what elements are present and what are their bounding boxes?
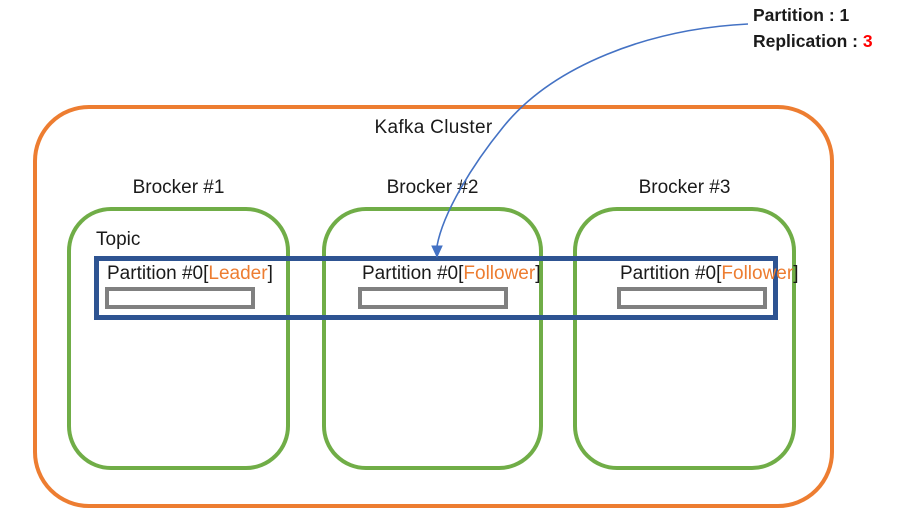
callout-partition-line: Partition : 1 bbox=[753, 2, 873, 28]
partition-prefix: Partition #0[ bbox=[362, 263, 464, 284]
partition-suffix: ] bbox=[267, 263, 273, 284]
topic-box bbox=[94, 256, 778, 320]
callout-partition-value: 1 bbox=[839, 5, 850, 25]
segment-rect-broker-2 bbox=[358, 287, 508, 309]
callout-replication-value: 3 bbox=[862, 31, 873, 51]
broker-3-label: Brocker #3 bbox=[638, 177, 731, 198]
segment-rect-broker-3 bbox=[617, 287, 767, 309]
partition-role-follower: Follower bbox=[721, 263, 794, 284]
partition-label-broker-2: Partition #0[Follower] bbox=[362, 263, 541, 285]
partition-prefix: Partition #0[ bbox=[620, 263, 722, 284]
broker-1-label: Brocker #1 bbox=[132, 177, 225, 198]
partition-prefix: Partition #0[ bbox=[107, 263, 209, 284]
callout: Partition : 1 Replication : 3 bbox=[753, 2, 873, 54]
broker-2-box bbox=[322, 207, 543, 470]
kafka-cluster-title: Kafka Cluster bbox=[374, 117, 493, 138]
partition-suffix: ] bbox=[535, 263, 541, 284]
partition-role-leader: Leader bbox=[208, 263, 268, 284]
broker-3-box bbox=[573, 207, 796, 470]
partition-label-broker-3: Partition #0[Follower] bbox=[620, 263, 799, 285]
partition-suffix: ] bbox=[793, 263, 799, 284]
partition-role-follower: Follower bbox=[463, 263, 536, 284]
topic-label: Topic bbox=[96, 229, 141, 250]
broker-2-label: Brocker #2 bbox=[386, 177, 479, 198]
partition-label-broker-1: Partition #0[Leader] bbox=[107, 263, 273, 285]
callout-partition-label: Partition : bbox=[753, 5, 840, 25]
callout-replication-line: Replication : 3 bbox=[753, 28, 873, 54]
kafka-cluster-box bbox=[33, 105, 834, 508]
segment-rect-broker-1 bbox=[105, 287, 255, 309]
callout-replication-label: Replication : bbox=[753, 31, 863, 51]
broker-1-box bbox=[67, 207, 290, 470]
